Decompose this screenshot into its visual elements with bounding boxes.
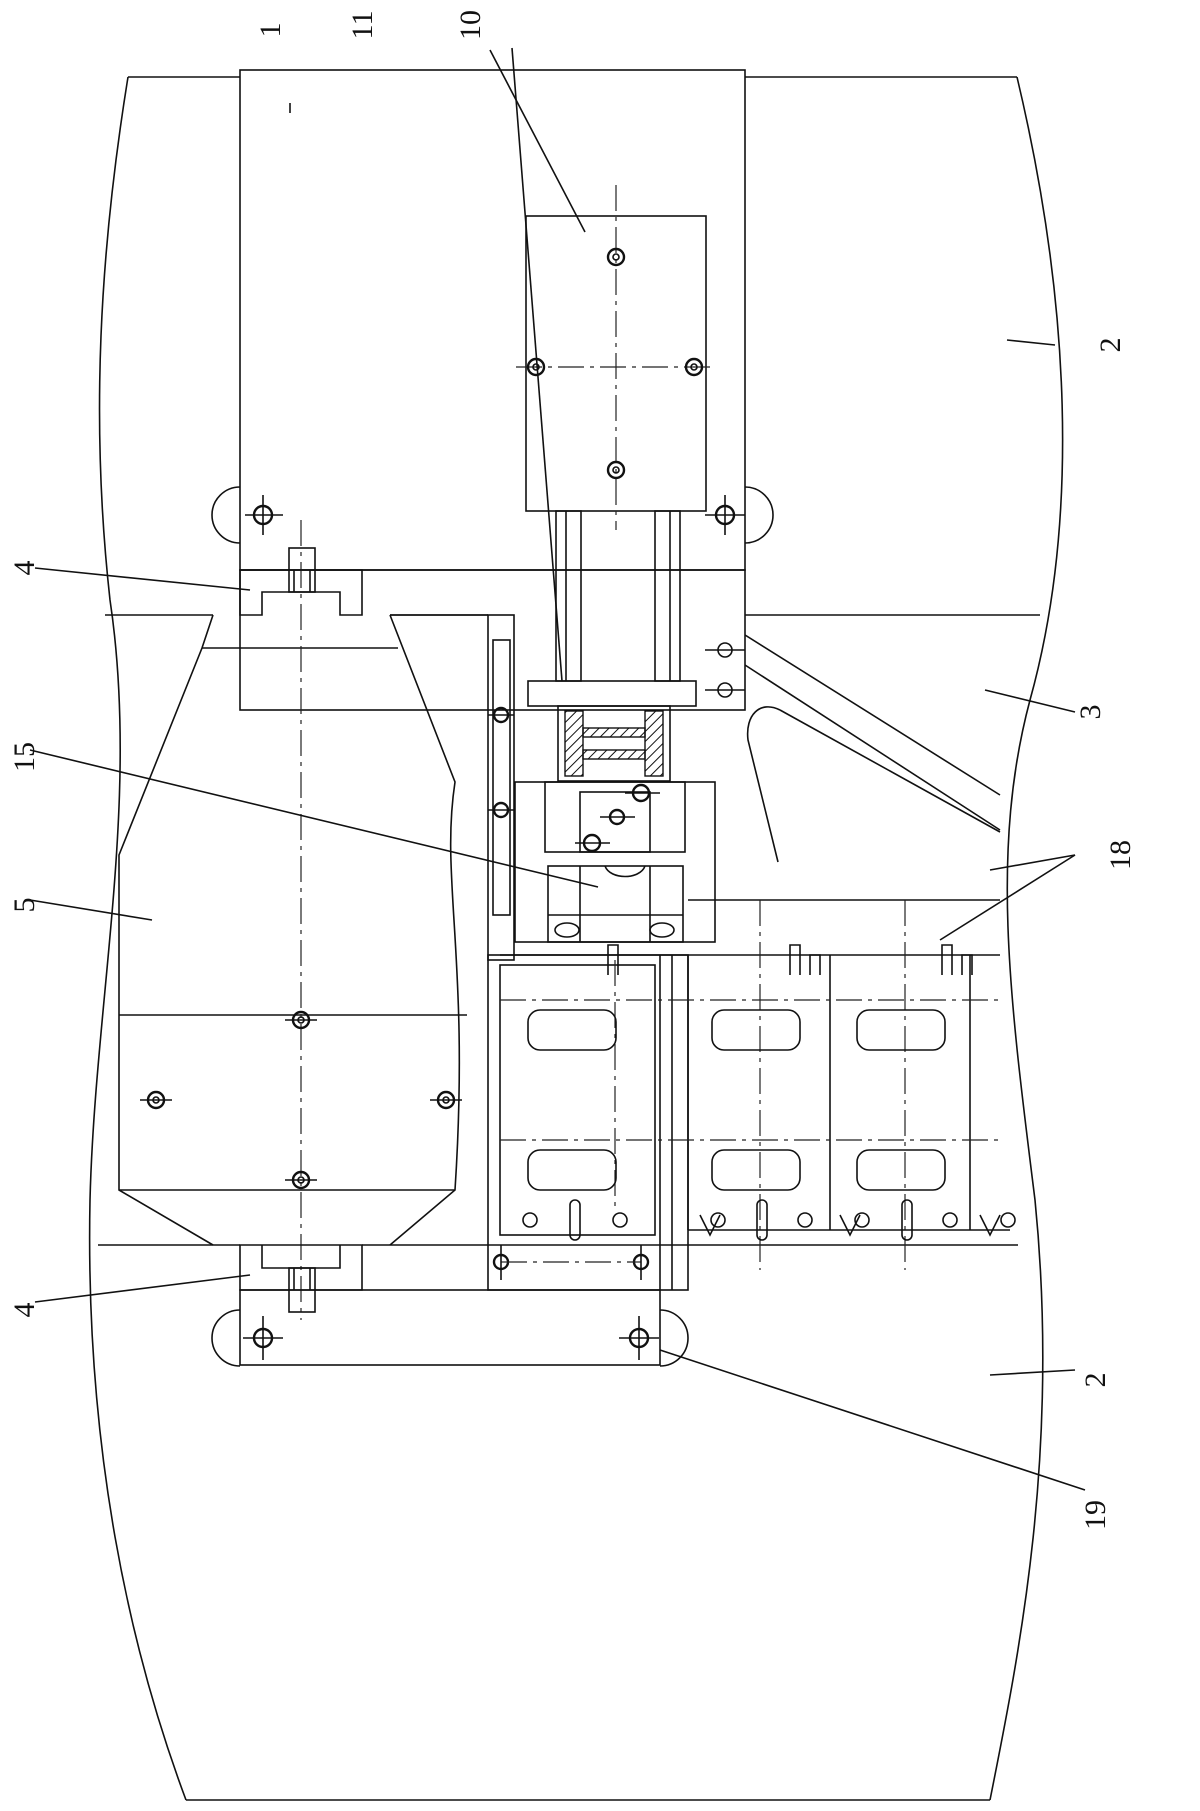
label-19: 19 [1079,1500,1112,1530]
label-5: 5 [8,898,41,913]
label-4-bottom: 4 [8,1303,41,1318]
coupling [527,680,697,782]
cylinder-block [516,185,716,530]
piston-rods [555,510,681,682]
motor-body [118,520,488,1320]
carriage-chain [500,899,1016,1270]
outer-frame [88,76,1064,1801]
part-labels: 1 11 10 2 4 3 15 18 5 4 2 19 [8,10,1137,1530]
slide-frame [487,954,689,1291]
label-2-bottom: 2 [1079,1373,1112,1388]
label-10: 10 [454,10,487,40]
label-2-top: 2 [1094,338,1127,353]
slide-block [514,781,716,943]
leader-lines [29,47,1086,1491]
label-3: 3 [1074,705,1107,720]
label-4-top: 4 [8,561,41,576]
label-11: 11 [346,11,379,40]
guide-rail [487,614,515,961]
label-1: 1 [254,23,287,38]
label-18: 18 [1104,840,1137,870]
bottom-plate [211,1289,689,1367]
label-15: 15 [8,742,41,772]
top-plate [211,69,774,711]
